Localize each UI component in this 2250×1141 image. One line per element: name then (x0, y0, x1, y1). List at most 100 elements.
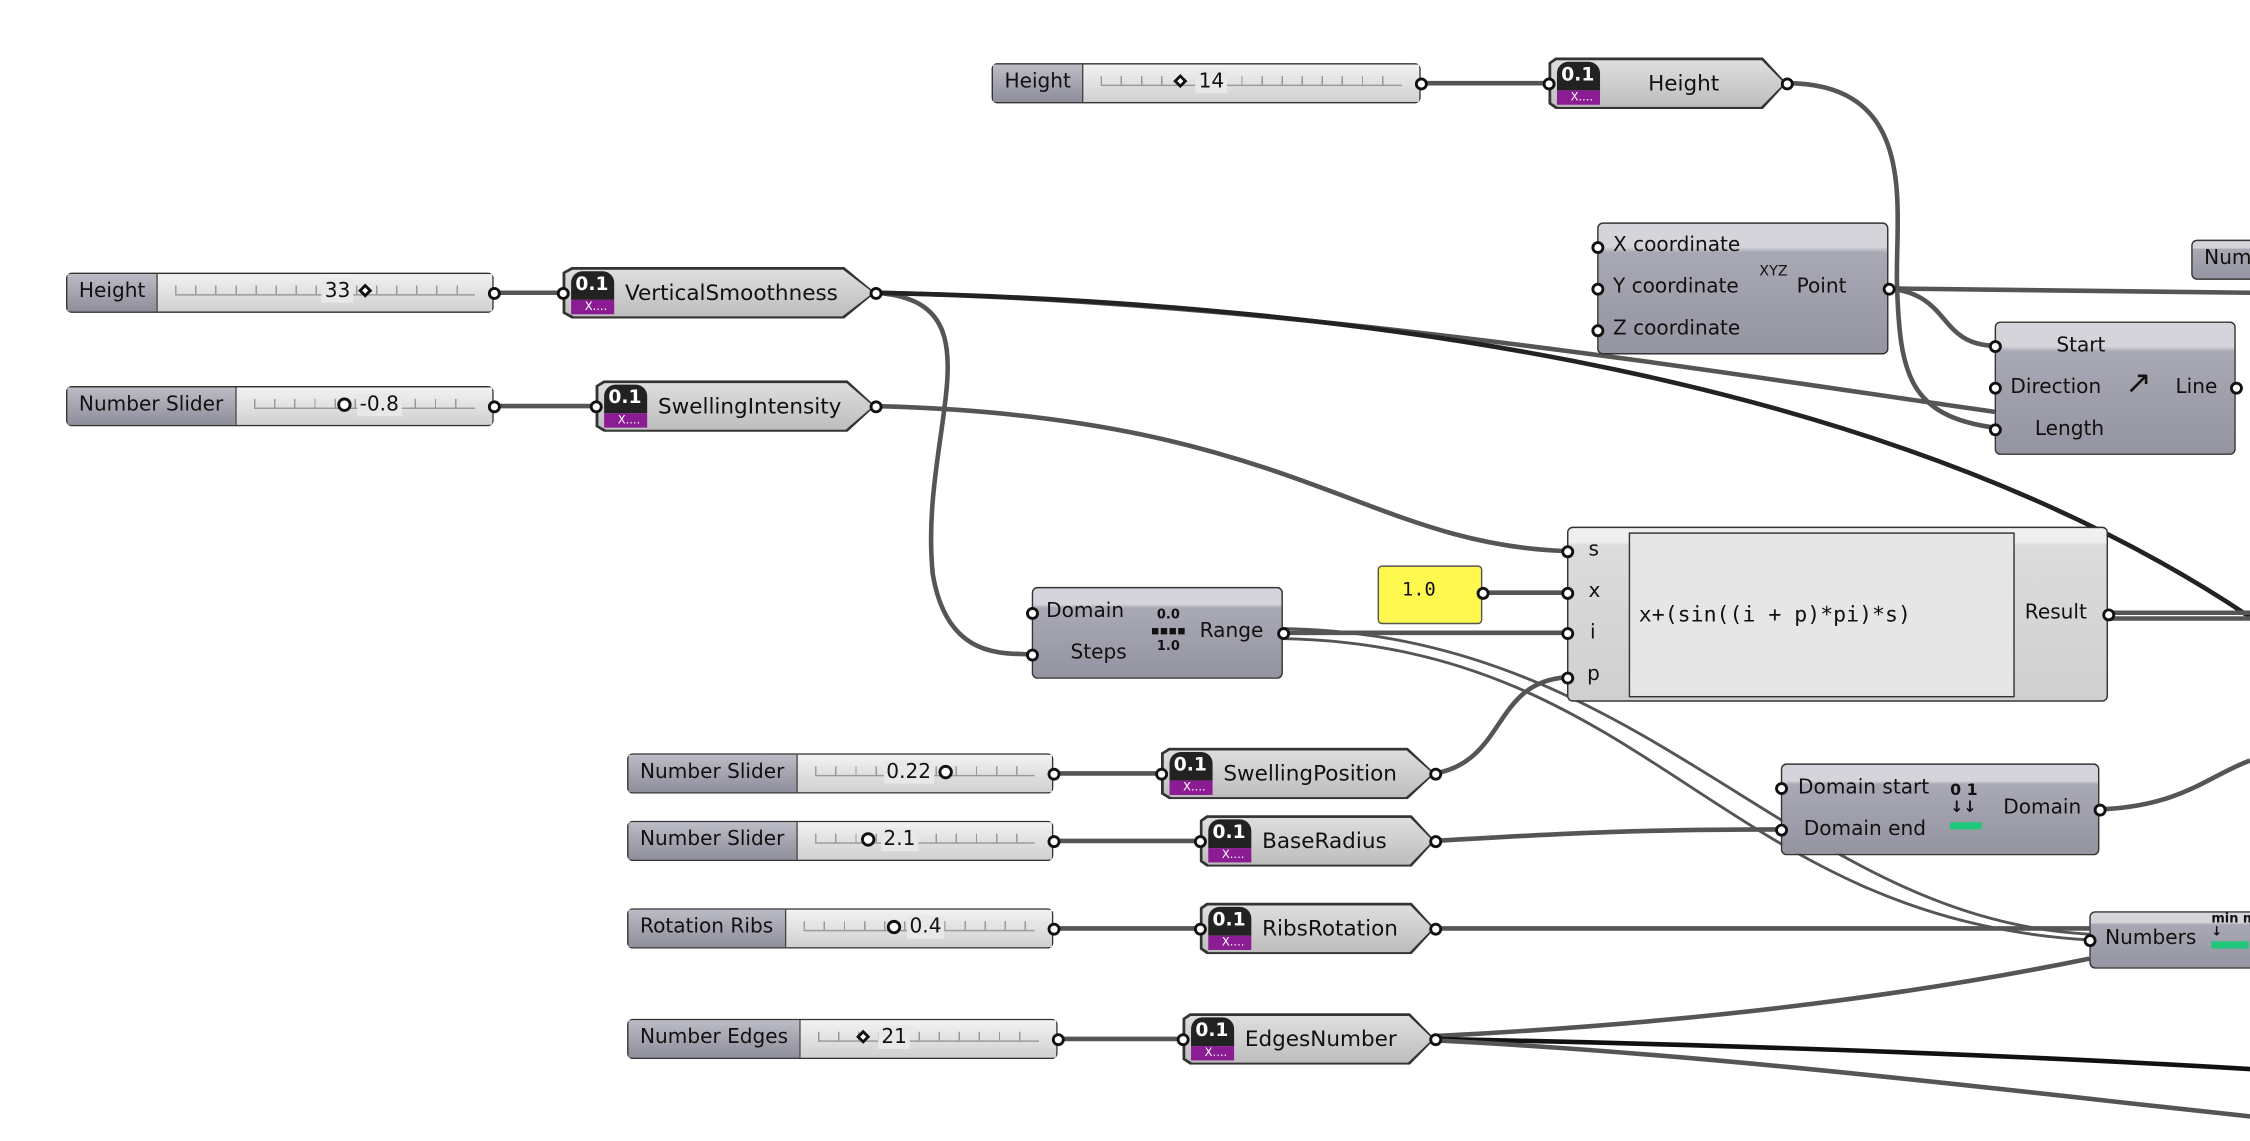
port-grip[interactable] (1428, 921, 1442, 935)
slider-grip-icon[interactable] (886, 919, 901, 935)
output-result: Result (2024, 601, 2087, 625)
port-grip[interactable] (1560, 670, 1574, 684)
line-arrow-icon: ↗ (2125, 365, 2152, 402)
port-grip[interactable] (2229, 380, 2243, 394)
port-grip[interactable] (1475, 586, 1489, 600)
slider-label: Number Slider (628, 754, 798, 793)
port-grip[interactable] (1560, 586, 1574, 600)
port-grip[interactable] (1428, 834, 1442, 848)
line-sdl-node[interactable]: Start Direction Length ↗ Line (1994, 321, 2236, 455)
xyz-icon: XYZ (1759, 264, 1788, 280)
slider-track[interactable]: -0.8 (236, 387, 493, 425)
slider-track[interactable]: 2.1 (797, 822, 1052, 860)
port-grip[interactable] (1025, 606, 1039, 620)
port-grip[interactable] (2082, 933, 2096, 947)
output-point: Point (1796, 275, 1847, 299)
port-grip[interactable] (1193, 834, 1207, 848)
slider-track[interactable]: 21 (801, 1020, 1057, 1058)
port-grip[interactable] (1025, 647, 1039, 661)
slider-label: Rotation Ribs (628, 909, 787, 948)
port-grip[interactable] (1882, 281, 1895, 295)
port-grip[interactable] (1560, 626, 1574, 640)
rotation-ribs-slider[interactable]: Rotation Ribs 0.4 (627, 908, 1054, 949)
expression-node[interactable]: s x i p x+(sin((i + p)*pi)*s) Result (1567, 526, 2109, 702)
port-grip[interactable] (868, 399, 882, 413)
port-grip[interactable] (2092, 802, 2106, 816)
base-radius-slider[interactable]: Number Slider 2.1 (627, 820, 1054, 861)
port-grip[interactable] (1988, 339, 2002, 353)
port-grip[interactable] (1590, 323, 1604, 337)
input-numbers: Numbers (2105, 927, 2197, 950)
slider-grip-icon[interactable] (937, 764, 953, 780)
swelling-intensity-slider[interactable]: Number Slider -0.8 (66, 386, 494, 427)
port-grip[interactable] (1560, 544, 1574, 558)
slider-value: -0.8 (356, 393, 402, 417)
port-grip[interactable] (1414, 76, 1428, 90)
slider-track[interactable]: 33 (158, 274, 493, 312)
port-grip[interactable] (487, 399, 501, 413)
slider-grip-icon[interactable] (860, 832, 875, 847)
port-grip[interactable] (1774, 781, 1788, 795)
port-grip[interactable] (1988, 380, 2002, 394)
port-grip[interactable] (1541, 76, 1555, 90)
slider-value: 21 (878, 1026, 910, 1049)
port-grip[interactable] (1774, 822, 1788, 836)
number-edges-slider[interactable]: Number Edges 21 (627, 1018, 1058, 1060)
input-z: Z coordinate (1612, 317, 1741, 341)
number-param-partial[interactable]: Num (2191, 239, 2250, 280)
slider-label: Number Slider (67, 387, 237, 425)
swelling-position-slider[interactable]: Number Slider 0.22 (627, 753, 1054, 794)
height-slider-top[interactable]: Height 14 (991, 63, 1421, 104)
port-grip[interactable] (1046, 767, 1060, 780)
port-grip[interactable] (1051, 1032, 1065, 1046)
port-grip[interactable] (2101, 607, 2115, 621)
port-grip[interactable] (1428, 767, 1442, 780)
wire (875, 403, 1568, 554)
port-grip[interactable] (589, 399, 602, 413)
port-grip[interactable] (1590, 281, 1604, 295)
param-label: BaseRadius (1262, 827, 1387, 854)
input-direction: Direction (2010, 375, 2102, 399)
port-grip[interactable] (1276, 626, 1290, 640)
port-grip[interactable] (1046, 921, 1060, 935)
bounds-node[interactable]: Numbers min max↓ (2089, 911, 2250, 969)
port-grip[interactable] (1154, 767, 1168, 780)
height-slider[interactable]: Height 33 (66, 272, 494, 313)
slider-track[interactable]: 0.22 (797, 754, 1052, 793)
port-grip[interactable] (1193, 921, 1207, 935)
slider-track[interactable]: 14 (1083, 64, 1420, 102)
param-label: SwellingPosition (1223, 760, 1397, 787)
port-grip[interactable] (1428, 1032, 1442, 1046)
port-grip[interactable] (487, 286, 501, 300)
expression-text[interactable]: x+(sin((i + p)*pi)*s) (1628, 532, 2015, 698)
construct-point-node[interactable]: X coordinate Y coordinate Z coordinate X… (1597, 222, 1889, 355)
wire (1434, 675, 1568, 776)
domain-icon: 0 1↓↓ (1950, 781, 1982, 834)
port-grip[interactable] (868, 286, 882, 300)
port-grip[interactable] (1175, 1032, 1189, 1046)
panel[interactable]: 1.0 (1377, 565, 1483, 625)
slider-track[interactable]: 0.4 (786, 909, 1052, 948)
construct-domain-node[interactable]: Domain start Domain end 0 1↓↓ Domain (1780, 763, 2100, 856)
port-grip[interactable] (556, 286, 569, 300)
port-grip[interactable] (1988, 422, 2002, 436)
slider-value: 33 (321, 279, 354, 303)
param-label: Num (2204, 246, 2250, 270)
port-grip[interactable] (1590, 240, 1604, 254)
slider-grip-icon[interactable] (336, 397, 352, 412)
port-grip[interactable] (1780, 76, 1794, 90)
range-node[interactable]: Domain Steps 0.0▪▪▪▪1.0 Range (1031, 586, 1283, 679)
port-grip[interactable] (1046, 834, 1060, 848)
